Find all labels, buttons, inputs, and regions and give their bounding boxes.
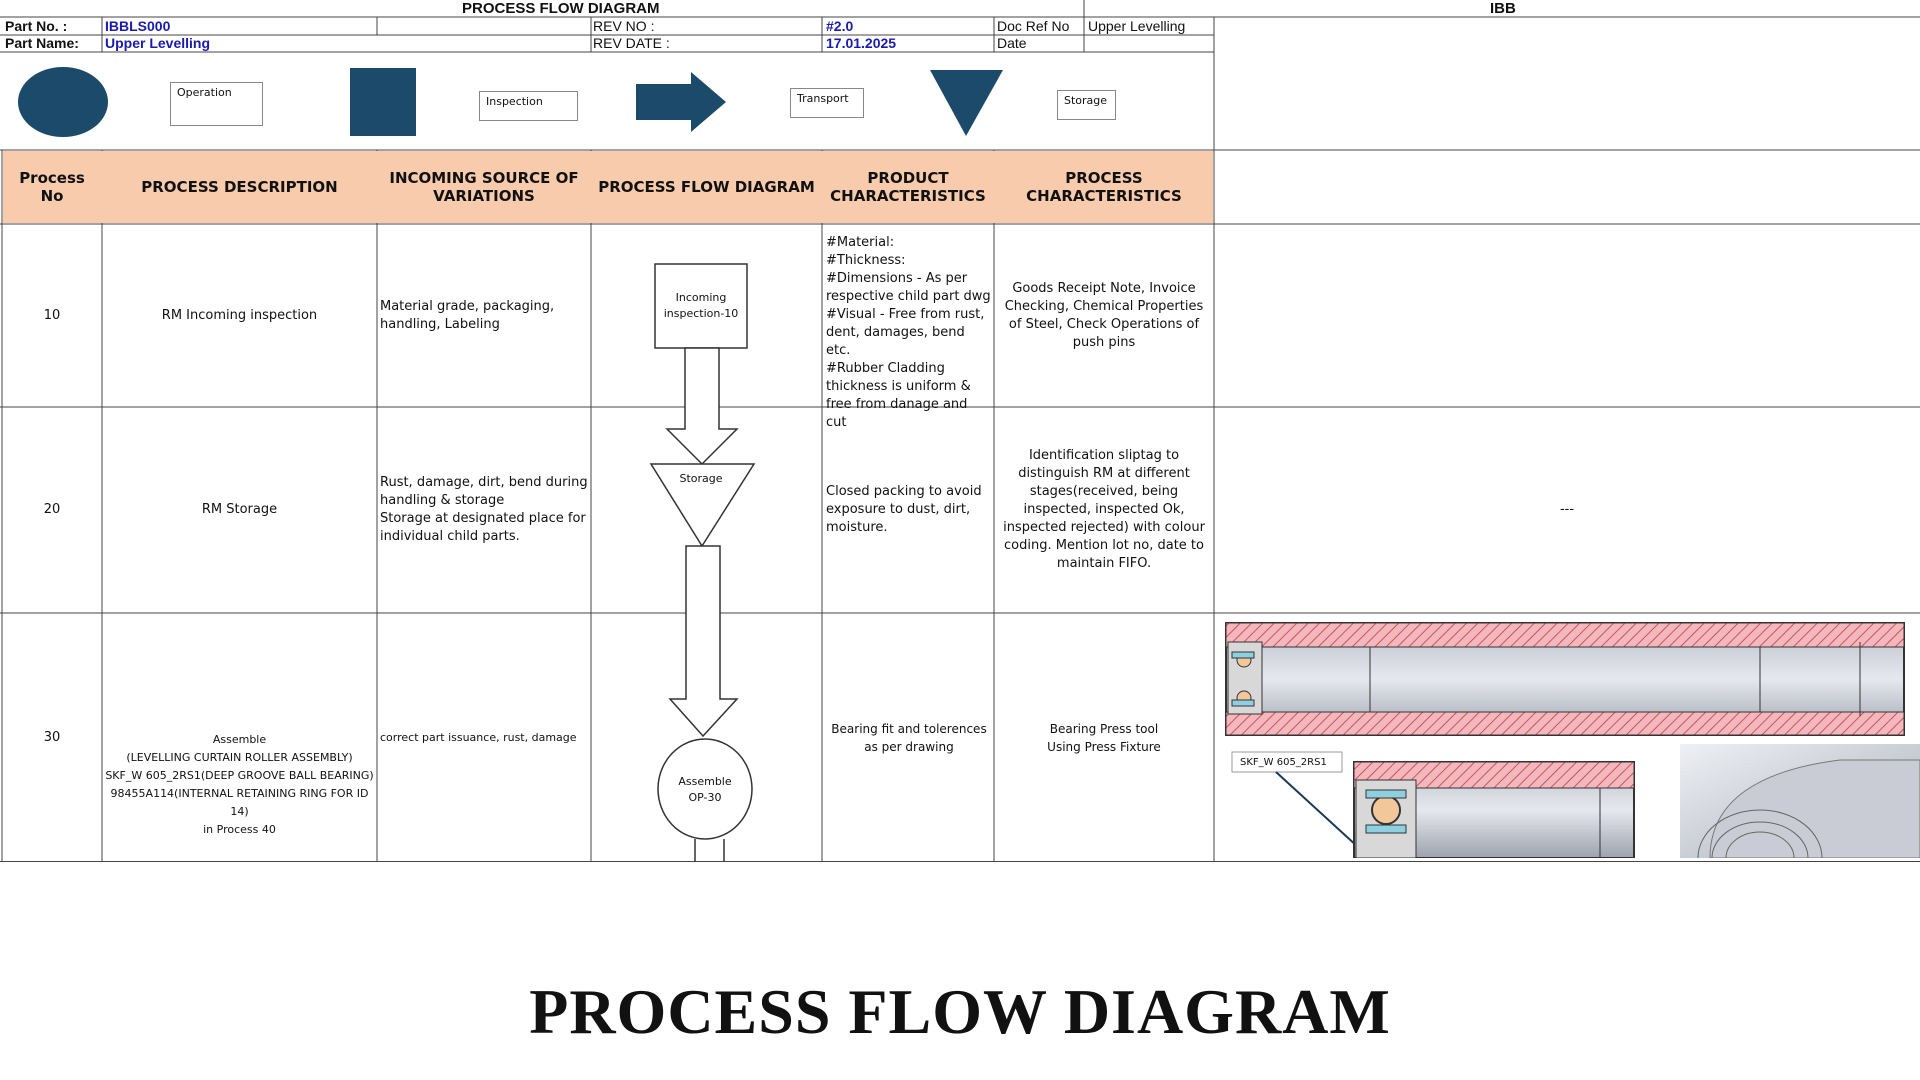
rev-no-value: #2.0 <box>826 18 854 34</box>
legend-inspection-label: Inspection <box>479 91 578 121</box>
transport-symbol-icon <box>636 72 726 132</box>
rev-date-label: REV DATE : <box>593 35 670 51</box>
flow-storage-triangle <box>649 463 756 548</box>
sheet-grid <box>0 0 1920 862</box>
flow-label-storage: Storage <box>679 472 723 485</box>
storage-symbol-icon <box>930 70 1003 136</box>
part-no-label: Part No. : <box>5 18 68 34</box>
col-product-characteristics: PRODUCT CHARACTERISTICS <box>830 169 986 205</box>
flow-label-incoming-inspection: Incoming inspection-10 <box>663 291 739 320</box>
row-20-process-no: 20 <box>43 502 61 517</box>
flow-diagram <box>649 263 756 862</box>
process-flow-sheet: PROCESS FLOW DIAGRAM IBB Part No. : IBBL… <box>0 0 1920 862</box>
row-20-extra: --- <box>1559 502 1575 517</box>
row-10-process-no: 10 <box>43 307 61 323</box>
row-10-product-characteristics: #Material: #Thickness: #Dimensions - As … <box>826 235 991 430</box>
row-20-variations: Rust, damage, dirt, bend during handling… <box>380 475 588 544</box>
legend-transport-label: Transport <box>790 88 864 118</box>
row-30-description: Assemble (LEVELLING CURTAIN ROLLER ASSEM… <box>105 733 374 836</box>
part-name-label: Part Name: <box>5 35 79 51</box>
row-30-process-no: 30 <box>43 729 61 745</box>
row-20-description: RM Storage <box>201 502 278 517</box>
row-10-variations: Material grade, packaging, handling, Lab… <box>380 298 555 332</box>
assembly-drawing-image <box>1225 622 1920 858</box>
row-20-product-characteristics: Closed packing to avoid exposure to dust… <box>826 484 982 535</box>
row-10-process-characteristics: Goods Receipt Note, Invoice Checking, Ch… <box>1004 280 1204 350</box>
date-label: Date <box>997 35 1027 51</box>
part-name-value: Upper Levelling <box>105 35 211 51</box>
flow-label-assemble: Assemble OP-30 <box>678 775 732 804</box>
legend-storage-label: Storage <box>1057 90 1116 120</box>
flow-arrow-1 <box>665 347 739 466</box>
flow-arrow-2 <box>668 545 739 738</box>
row-20-process-characteristics: Identification sliptag to distinguish RM… <box>1003 448 1205 571</box>
row-10-description: RM Incoming inspection <box>161 307 318 323</box>
rev-no-label: REV NO : <box>593 18 655 34</box>
row-30-product-characteristics: Bearing fit and tolerences as per drawin… <box>831 721 987 754</box>
flow-assemble-circle <box>657 738 753 840</box>
doc-ref-label: Doc Ref No <box>997 18 1070 34</box>
operation-symbol-icon <box>18 67 108 137</box>
company-name: IBB <box>1490 0 1516 17</box>
col-incoming-variations: INCOMING SOURCE OF VARIATIONS <box>389 169 579 205</box>
col-process-flow-diagram: PROCESS FLOW DIAGRAM <box>598 178 815 196</box>
drawing-callout-label: SKF_W 605_2RS1 <box>1240 757 1327 768</box>
col-process-description: PROCESS DESCRIPTION <box>141 178 338 196</box>
col-process-characteristics: PROCESS CHARACTERISTICS <box>1026 169 1182 205</box>
row-30-process-characteristics: Bearing Press tool Using Press Fixture <box>1047 721 1161 754</box>
legend-operation-label: Operation <box>170 82 263 126</box>
sheet-title: PROCESS FLOW DIAGRAM <box>462 0 660 17</box>
page-caption: PROCESS FLOW DIAGRAM <box>529 976 1391 1047</box>
legend-symbols <box>18 67 1003 137</box>
doc-ref-value: Upper Levelling <box>1088 18 1186 34</box>
column-header-fill <box>3 151 1213 223</box>
col-process-no: Process No <box>19 169 85 205</box>
inspection-symbol-icon <box>350 68 416 136</box>
rev-date-value: 17.01.2025 <box>826 35 897 51</box>
row-30-variations: correct part issuance, rust, damage <box>380 730 577 744</box>
part-no-value: IBBLS000 <box>105 18 171 34</box>
